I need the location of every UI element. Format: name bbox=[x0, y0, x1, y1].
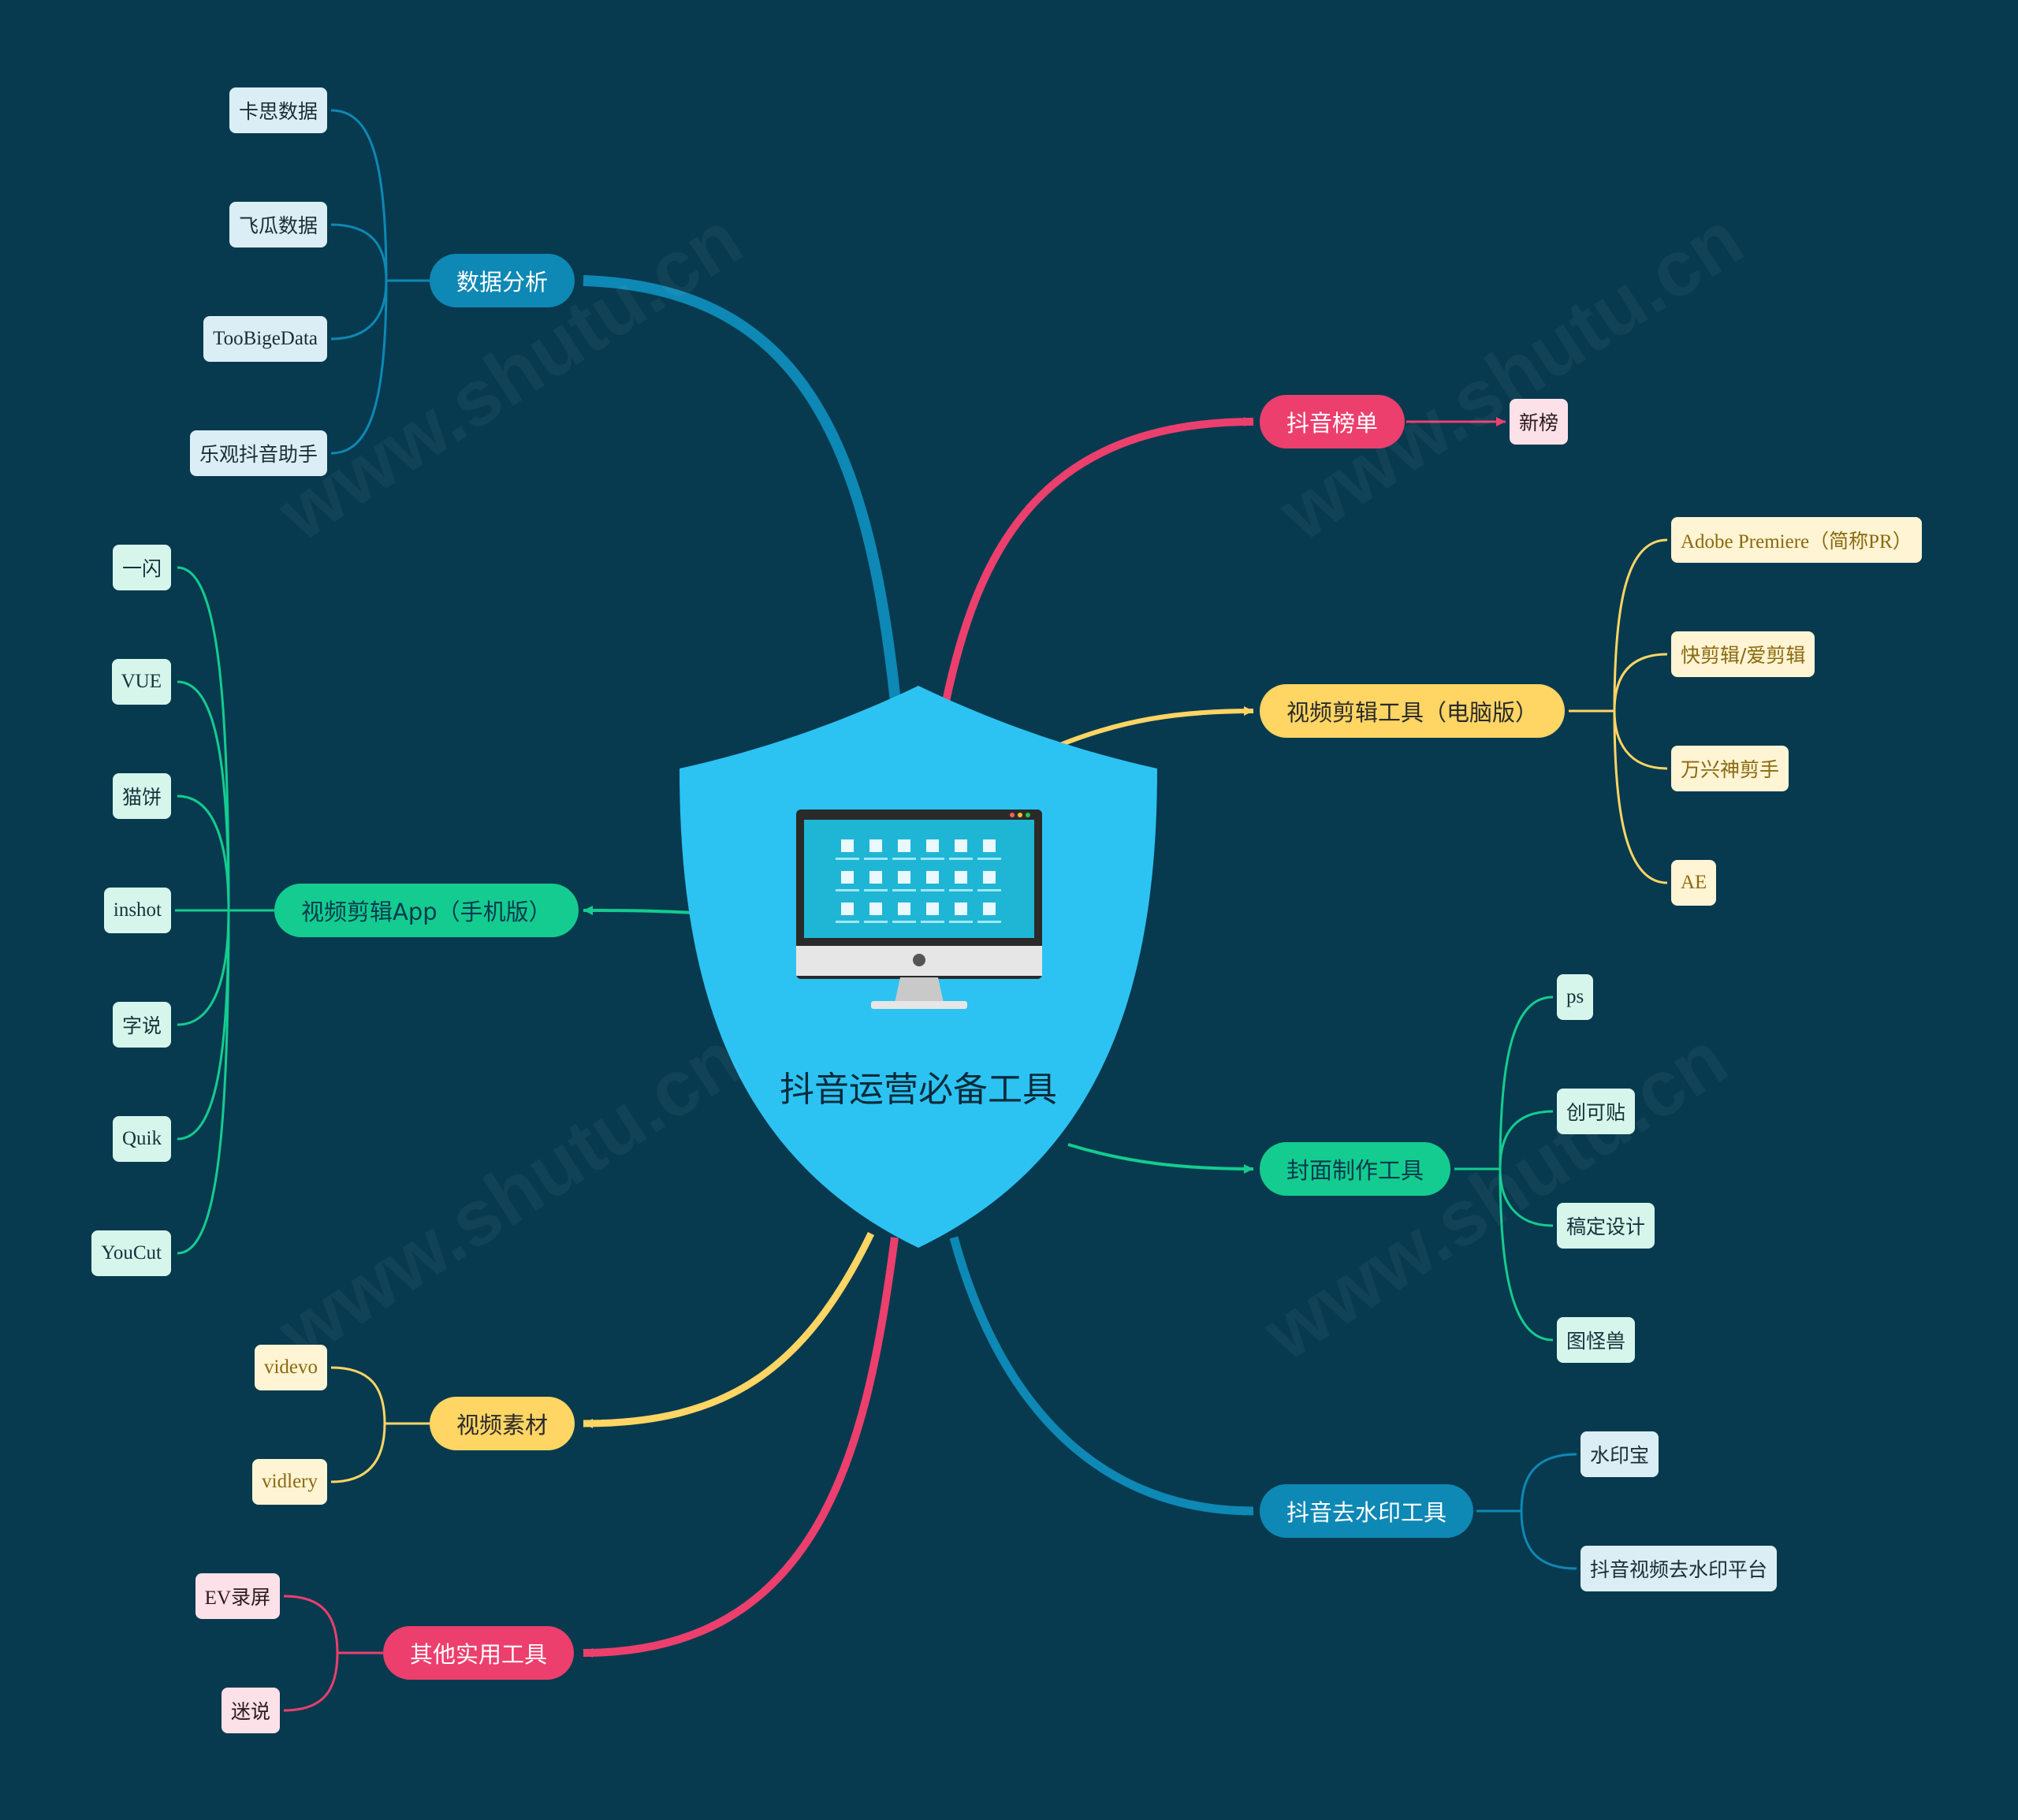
branch-data-analysis[interactable]: 数据分析 bbox=[430, 254, 575, 307]
leaf-video-edit-app[interactable]: 猫饼 bbox=[113, 773, 171, 819]
connector-cover-tools bbox=[1068, 1144, 1253, 1169]
leaf-video-edit-pc[interactable]: Adobe Premiere（简称PR） bbox=[1671, 517, 1922, 563]
connector-video-edit-app bbox=[583, 910, 694, 913]
leaf-cover-tools[interactable]: 创可贴 bbox=[1557, 1089, 1635, 1134]
leaf-data-analysis[interactable]: 卡思数据 bbox=[229, 87, 327, 133]
arrowhead bbox=[583, 906, 593, 915]
center-title: 抖音运营必备工具 bbox=[757, 1061, 1080, 1111]
leaf-video-edit-app[interactable]: inshot bbox=[104, 888, 171, 933]
connector-video-edit-pc bbox=[1060, 711, 1253, 745]
leaf-other-tools[interactable]: EV录屏 bbox=[195, 1573, 280, 1619]
leaf-douyin-rank[interactable]: 新榜 bbox=[1510, 399, 1568, 445]
branch-watermark-removal[interactable]: 抖音去水印工具 bbox=[1260, 1484, 1473, 1538]
branch-video-edit-app[interactable]: 视频剪辑App（手机版） bbox=[274, 884, 579, 937]
leaf-video-edit-pc[interactable]: AE bbox=[1671, 860, 1716, 906]
leaf-watermark-removal[interactable]: 水印宝 bbox=[1581, 1431, 1659, 1477]
leaf-data-analysis[interactable]: 乐观抖音助手 bbox=[190, 430, 327, 476]
connectors-video-edit-pc-children bbox=[1569, 540, 1667, 883]
arrowhead bbox=[1244, 1164, 1253, 1174]
leaf-cover-tools[interactable]: ps bbox=[1557, 974, 1593, 1020]
leaf-video-edit-pc[interactable]: 万兴神剪手 bbox=[1671, 746, 1789, 791]
branch-video-edit-pc[interactable]: 视频剪辑工具（电脑版） bbox=[1260, 684, 1565, 738]
leaf-watermark-removal[interactable]: 抖音视频去水印平台 bbox=[1581, 1546, 1777, 1591]
connector-watermark-removal bbox=[954, 1238, 1253, 1511]
leaf-video-edit-app[interactable]: YouCut bbox=[91, 1230, 171, 1276]
leaf-video-edit-pc[interactable]: 快剪辑/爱剪辑 bbox=[1671, 631, 1815, 677]
leaf-video-material[interactable]: videvo bbox=[255, 1345, 327, 1390]
connectors-video-edit-app-children bbox=[175, 568, 274, 1253]
connector-other-tools bbox=[583, 1238, 895, 1653]
connector-douyin-rank bbox=[946, 422, 1253, 702]
leaf-video-edit-app[interactable]: Quik bbox=[113, 1116, 171, 1162]
branch-cover-tools[interactable]: 封面制作工具 bbox=[1260, 1142, 1450, 1196]
leaf-video-edit-app[interactable]: VUE bbox=[112, 659, 171, 705]
leaf-data-analysis[interactable]: TooBigeData bbox=[203, 316, 327, 362]
connectors-other-tools-children bbox=[284, 1596, 383, 1710]
leaf-video-material[interactable]: vidlery bbox=[252, 1459, 327, 1505]
leaf-other-tools[interactable]: 迷说 bbox=[222, 1688, 280, 1733]
leaf-cover-tools[interactable]: 稿定设计 bbox=[1557, 1203, 1655, 1249]
branch-video-material[interactable]: 视频素材 bbox=[430, 1397, 575, 1450]
branch-other-tools[interactable]: 其他实用工具 bbox=[383, 1626, 574, 1680]
leaf-video-edit-app[interactable]: 一闪 bbox=[113, 545, 171, 590]
arrowhead bbox=[1244, 706, 1253, 716]
leaf-cover-tools[interactable]: 图怪兽 bbox=[1557, 1317, 1635, 1363]
leaf-video-edit-app[interactable]: 字说 bbox=[113, 1002, 171, 1048]
connector-video-material bbox=[583, 1234, 871, 1424]
connectors-watermark-removal-children bbox=[1476, 1454, 1577, 1569]
branch-douyin-rank[interactable]: 抖音榜单 bbox=[1260, 395, 1405, 448]
leaf-data-analysis[interactable]: 飞瓜数据 bbox=[229, 202, 327, 248]
connectors-video-material-children bbox=[331, 1368, 430, 1482]
